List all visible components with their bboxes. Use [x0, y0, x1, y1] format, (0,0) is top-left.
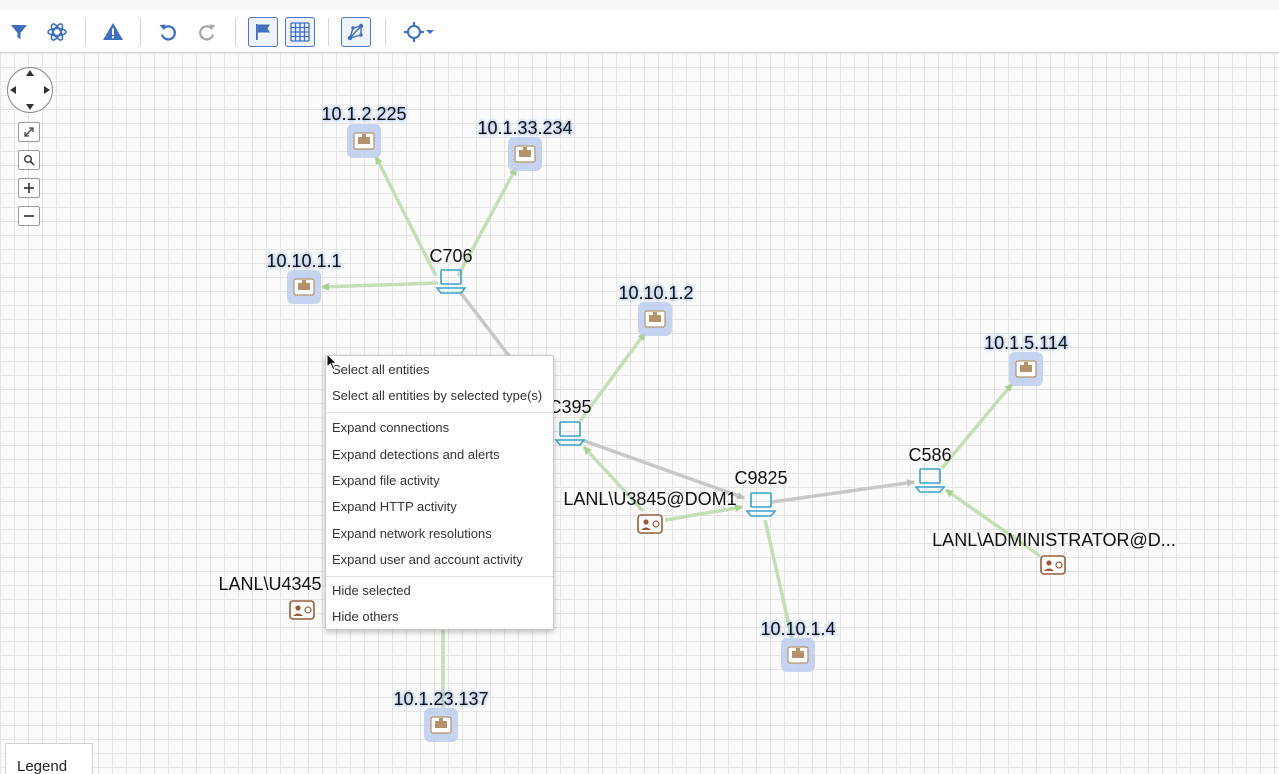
zoom-out-button[interactable]: [18, 206, 40, 226]
node-label: C586: [908, 445, 952, 465]
redo-icon: [199, 24, 216, 41]
path-graph-icon: [347, 23, 364, 41]
expand-icon: [24, 127, 34, 137]
magnifier-icon: [23, 154, 35, 166]
graph-edge[interactable]: [321, 281, 439, 291]
minus-icon: [24, 215, 34, 217]
warning-icon: [103, 23, 123, 40]
host-node[interactable]: [914, 468, 946, 493]
menu-item-expand-file-activity[interactable]: Expand file activity: [332, 473, 440, 488]
flag-button[interactable]: [248, 17, 278, 47]
toolbar-separator: [235, 18, 236, 46]
toolbar-separator: [385, 18, 386, 46]
menu-item-expand-user-activity[interactable]: Expand user and account activity: [332, 552, 523, 567]
ip-node[interactable]: [287, 270, 321, 304]
zoom-search-button[interactable]: [18, 150, 40, 170]
graph-edge[interactable]: [581, 438, 745, 500]
graph-edge[interactable]: [944, 488, 1042, 558]
grid-button[interactable]: [285, 17, 315, 47]
menu-item-hide-others[interactable]: Hide others: [332, 609, 399, 624]
pan-right-icon[interactable]: [44, 86, 50, 94]
flag-icon: [256, 24, 270, 40]
node-label: C395: [548, 397, 592, 417]
context-menu: Select all entities Select all entities …: [325, 355, 554, 630]
pan-down-icon[interactable]: [26, 104, 34, 110]
menu-item-expand-network-resolutions[interactable]: Expand network resolutions: [332, 526, 492, 541]
ip-node[interactable]: [638, 302, 672, 336]
chevron-down-icon: [426, 30, 434, 34]
undo-button[interactable]: [153, 17, 183, 47]
redo-button[interactable]: [192, 17, 222, 47]
filter-icon: [11, 25, 27, 39]
zoom-in-button[interactable]: [18, 178, 40, 198]
layout-button[interactable]: [42, 17, 72, 47]
menu-separator: [326, 412, 553, 413]
filter-button[interactable]: [4, 17, 34, 47]
menu-item-expand-detections[interactable]: Expand detections and alerts: [332, 447, 500, 462]
node-label: 10.10.1.1: [266, 251, 342, 271]
plus-icon: [24, 183, 34, 193]
user-node[interactable]: [1040, 555, 1066, 575]
node-label: LANL\ADMINISTRATOR@D...: [932, 530, 1176, 550]
graph-edge[interactable]: [940, 382, 1014, 470]
legend-label: Legend: [17, 758, 68, 774]
user-node[interactable]: [637, 514, 663, 534]
toolbar-separator: [85, 18, 86, 46]
menu-item-select-by-type[interactable]: Select all entities by selected type(s): [332, 388, 543, 403]
legend-toggle[interactable]: Legend: [5, 743, 93, 774]
graph-edge[interactable]: [664, 504, 743, 522]
focus-dropdown-button[interactable]: [398, 17, 440, 47]
node-label: C706: [429, 246, 473, 266]
node-label: C9825: [734, 468, 788, 488]
toolbar-separator: [328, 18, 329, 46]
fit-to-screen-button[interactable]: [18, 122, 40, 142]
graph-toolbar: [0, 10, 1279, 53]
node-label: LANL\U3845@DOM1: [563, 489, 737, 509]
ip-node[interactable]: [508, 137, 542, 171]
menu-item-expand-connections[interactable]: Expand connections: [332, 420, 450, 435]
node-label: 10.10.1.2: [618, 283, 694, 303]
alerts-button[interactable]: [98, 17, 128, 47]
host-node[interactable]: [435, 269, 467, 294]
graph-edge[interactable]: [578, 331, 647, 423]
ip-node[interactable]: [424, 708, 458, 742]
crosshair-icon: [404, 22, 424, 42]
atom-icon: [47, 23, 67, 41]
graph-edges: [287, 124, 1066, 742]
toolbar-separator: [140, 18, 141, 46]
host-node[interactable]: [745, 492, 777, 517]
user-node[interactable]: [289, 600, 315, 620]
pan-left-icon[interactable]: [10, 86, 16, 94]
graph-edge[interactable]: [456, 167, 518, 277]
menu-separator: [326, 576, 553, 577]
node-label: LANL\U4345: [218, 574, 322, 594]
node-label: 10.1.2.225: [321, 104, 407, 124]
graph-canvas[interactable]: 10.1.2.225 10.1.33.234 10.10.1.1 C706 10…: [0, 53, 1279, 774]
menu-item-hide-selected[interactable]: Hide selected: [332, 583, 411, 598]
ip-node[interactable]: [781, 638, 815, 672]
grid-icon: [290, 22, 310, 42]
menu-item-expand-http-activity[interactable]: Expand HTTP activity: [332, 499, 457, 514]
ip-node[interactable]: [347, 124, 381, 158]
path-button[interactable]: [341, 17, 371, 47]
graph-edge[interactable]: [582, 445, 645, 513]
node-label: 10.1.23.137: [393, 689, 489, 709]
node-label: 10.1.5.114: [984, 333, 1068, 353]
mouse-cursor-icon: [326, 353, 338, 371]
graph-edge[interactable]: [771, 479, 915, 504]
undo-icon: [159, 24, 176, 41]
pan-control[interactable]: [7, 67, 53, 113]
graph-edge[interactable]: [374, 156, 438, 277]
host-node[interactable]: [554, 421, 586, 446]
ip-node[interactable]: [1009, 352, 1043, 386]
node-label: 10.10.1.4: [760, 619, 836, 639]
node-label: 10.1.33.234: [477, 118, 573, 138]
pan-up-icon[interactable]: [26, 70, 34, 76]
menu-item-select-all[interactable]: Select all entities: [332, 362, 430, 377]
graph-edge[interactable]: [763, 519, 794, 639]
